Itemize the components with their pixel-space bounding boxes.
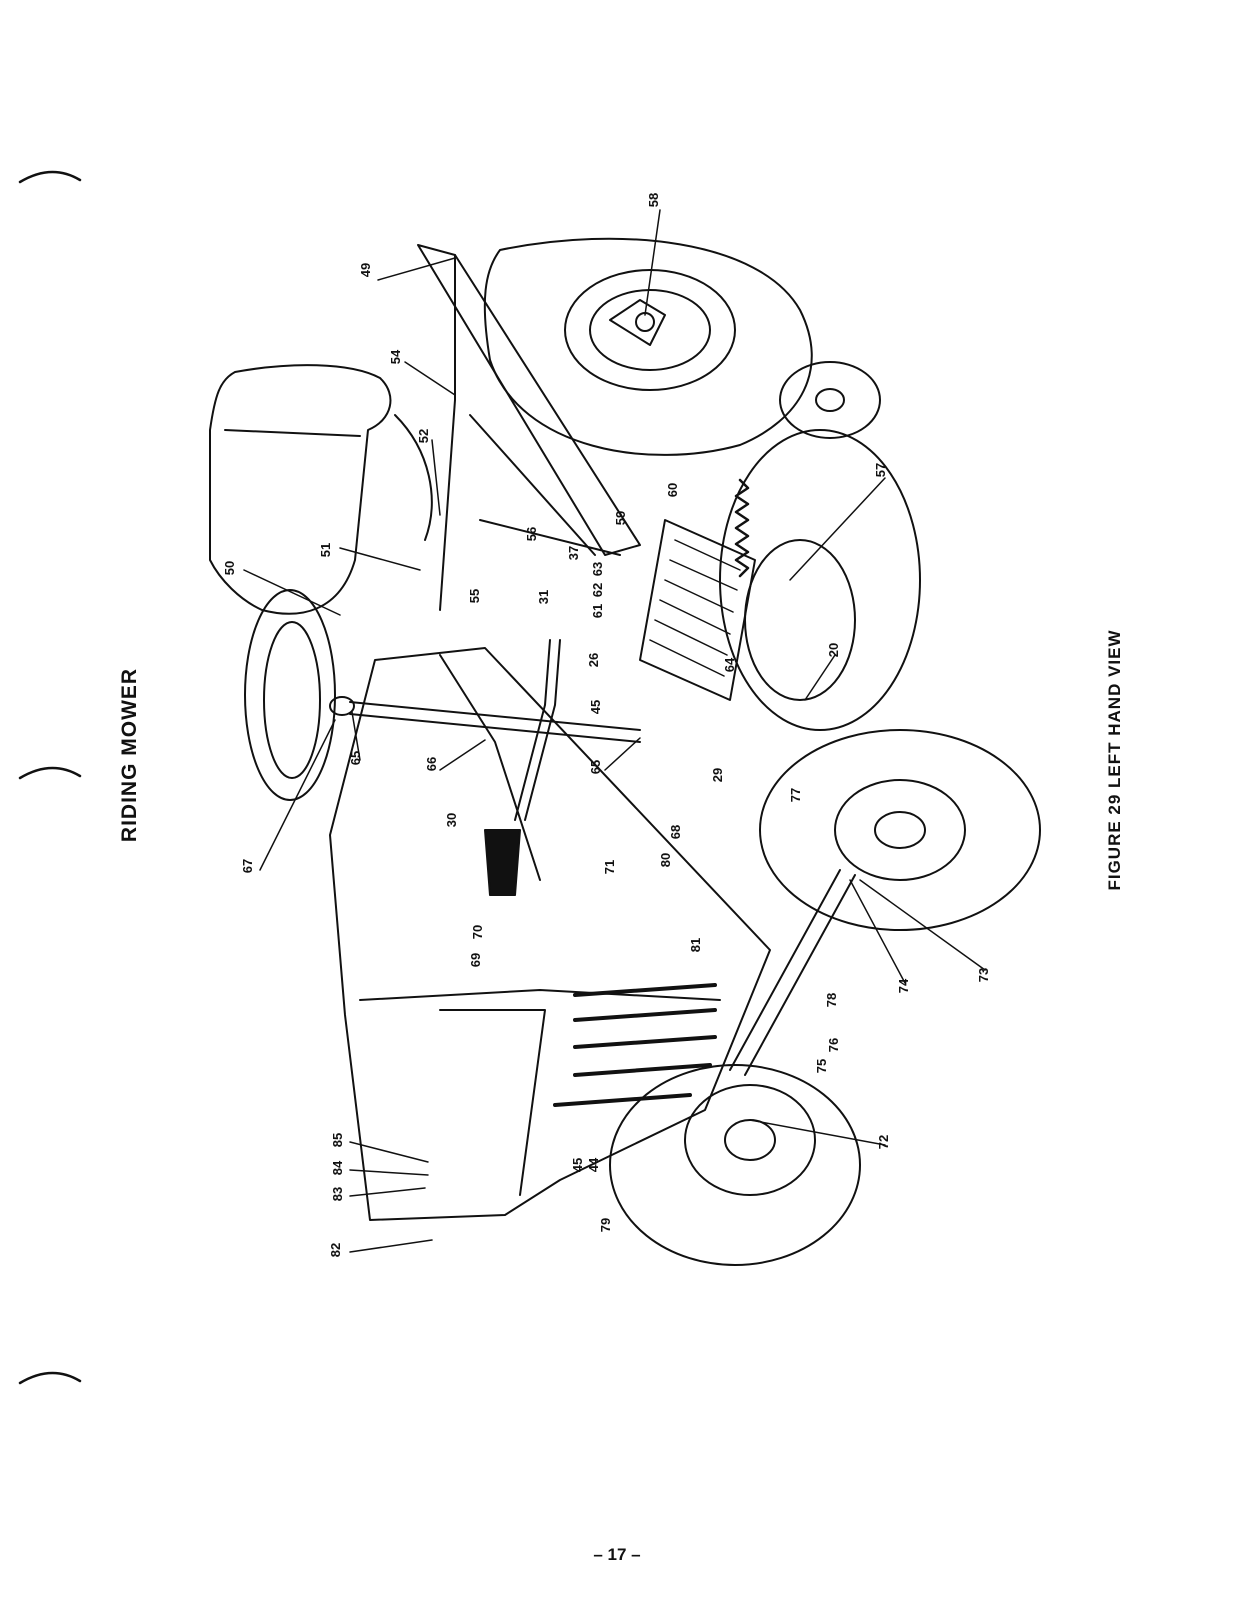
part-number: 59 [613,511,628,525]
part-number: 68 [668,825,683,839]
part-number: 45 [588,700,603,714]
part-number: 81 [688,938,703,952]
part-number: 80 [658,853,673,867]
fender [417,244,641,611]
part-number: 31 [536,590,551,604]
part-number: 61 [590,604,605,618]
part-number: 30 [444,813,459,827]
steering-column [349,701,641,743]
part-number: 52 [416,429,431,443]
part-number: 73 [976,968,991,982]
steering-wheel [244,589,355,801]
spring [734,478,750,578]
leader-lines [243,209,986,1253]
part-number: 67 [240,859,255,873]
part-number: 54 [388,349,403,364]
part-number: 85 [330,1133,345,1147]
part-number: 65 [588,760,603,774]
part-number: 26 [586,653,601,667]
part-number: 63 [590,562,605,576]
part-number: 55 [467,589,482,603]
part-number: 65 [348,751,363,765]
battery-panel [639,519,756,701]
front-wheel [609,1064,861,1266]
part-number: 74 [896,978,911,993]
part-number: 62 [590,583,605,597]
front-axle [729,869,856,1076]
part-number: 75 [814,1059,829,1073]
part-number: 70 [470,925,485,939]
part-number: 84 [330,1160,345,1175]
part-number: 49 [358,263,373,277]
page-number: – 17 – [593,1545,641,1564]
callouts: 20 26 29 30 31 37 44 45 45 49 50 51 52 5… [222,193,991,1257]
part-number: 78 [824,993,839,1007]
seat [209,364,433,615]
part-number: 82 [328,1243,343,1257]
part-number: 45 [570,1158,585,1172]
part-number: 51 [318,543,333,557]
part-number: 20 [826,643,841,657]
part-number: 72 [876,1135,891,1149]
part-number: 60 [665,483,680,497]
part-number: 77 [788,788,803,802]
shift-lever [484,639,561,896]
part-number: 69 [468,953,483,967]
part-number: 56 [524,527,539,541]
part-number: 37 [566,546,581,560]
part-number: 64 [722,657,737,672]
part-number: 57 [873,463,888,477]
part-number: 50 [222,561,237,575]
right-wheel [759,729,1041,931]
part-number: 58 [646,193,661,207]
part-number: 79 [598,1218,613,1232]
mower-deck [719,429,921,731]
part-number: 29 [710,768,725,782]
part-number: 66 [424,757,439,771]
part-number: 83 [330,1187,345,1201]
binder-hole-marks [18,170,82,1385]
part-number: 76 [826,1038,841,1052]
pulley [779,361,881,439]
part-number: 71 [602,860,617,874]
part-number: 44 [586,1157,601,1172]
rear-wheel [483,237,813,456]
grille-vents [553,983,717,1107]
hood [329,647,771,1221]
